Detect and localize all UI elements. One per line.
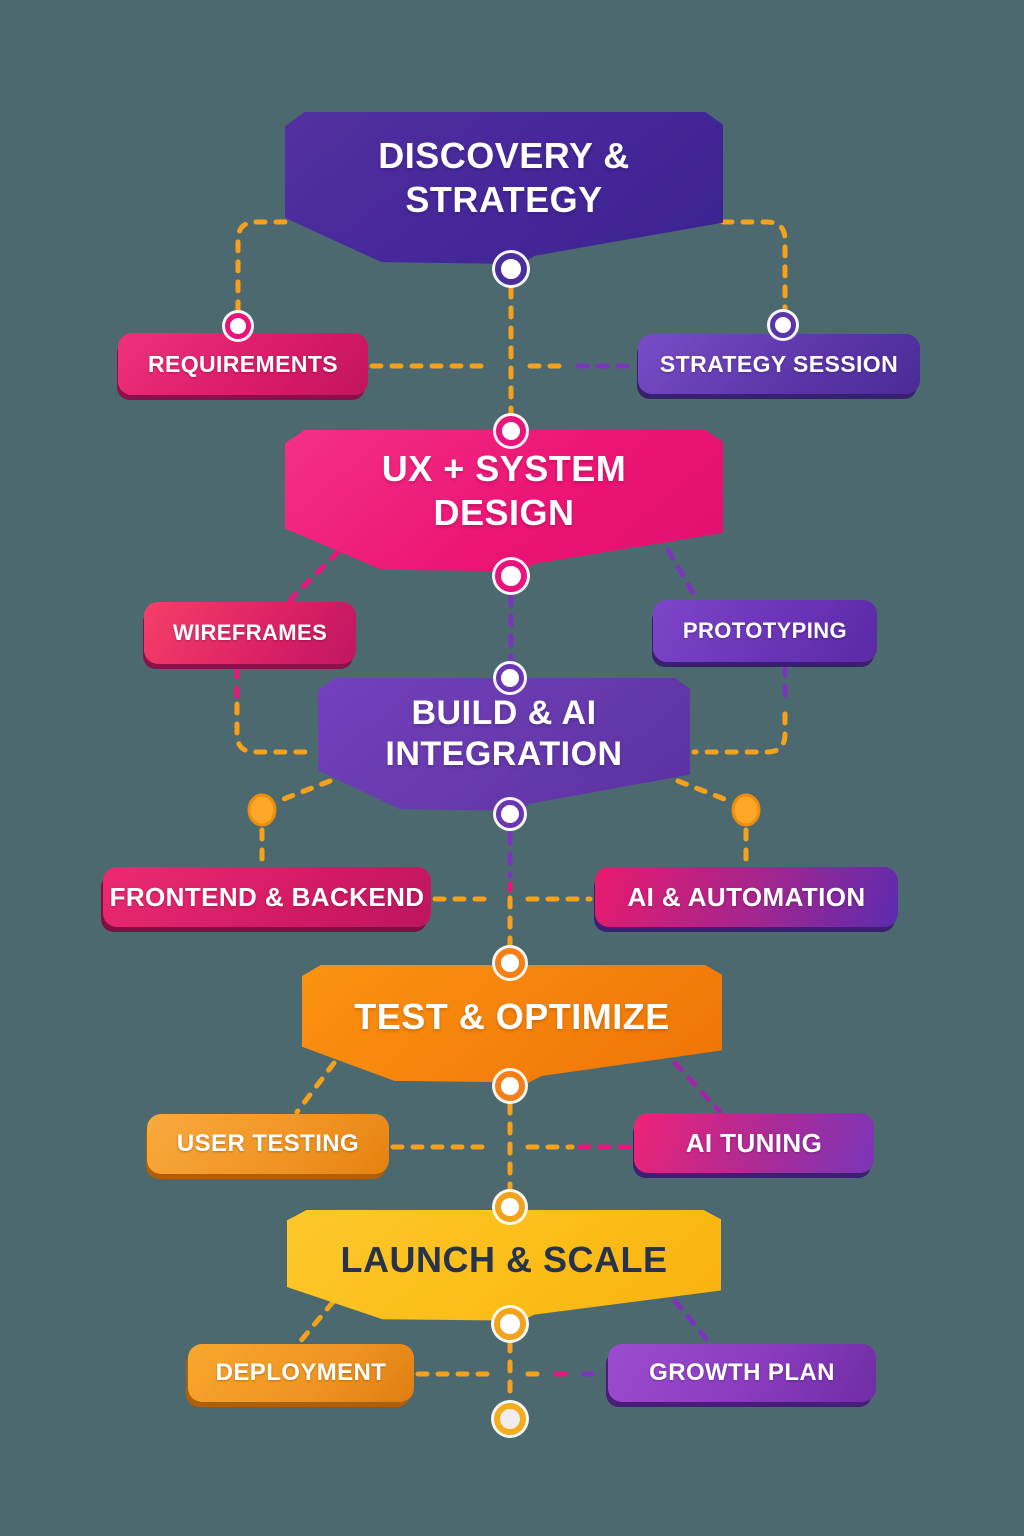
connector-ring-ux-top bbox=[496, 416, 526, 446]
substep-label-requirements: REQUIREMENTS bbox=[147, 350, 339, 377]
connector-test-to-ai-tuning bbox=[672, 1060, 723, 1115]
stage-label-build-ai-integration: BUILD & AI INTEGRATION bbox=[385, 693, 623, 773]
connector-ring-launch-top bbox=[495, 1192, 525, 1222]
stage-label-discovery-strategy: DISCOVERY & STRATEGY bbox=[378, 135, 630, 220]
substep-label-ai-tuning: AI TUNING bbox=[685, 1127, 823, 1158]
stage-label-ux-system-design: UX + SYSTEM DESIGN bbox=[381, 447, 627, 533]
substep-label-ai-automation: AI & AUTOMATION bbox=[627, 881, 866, 912]
connector-ring-build-top bbox=[496, 664, 524, 692]
substep-label-frontend-backend: FRONTEND & BACKEND bbox=[109, 881, 425, 912]
connector-ring-test-bottom bbox=[495, 1071, 525, 1101]
connector-ring-requirements-top bbox=[225, 313, 251, 339]
connector-dot-right bbox=[731, 793, 761, 827]
substep-prototyping: PROTOTYPING bbox=[653, 600, 877, 662]
substep-label-deployment: DEPLOYMENT bbox=[215, 1359, 387, 1386]
connector-prototyping-into-build bbox=[691, 711, 788, 755]
substep-deployment: DEPLOYMENT bbox=[188, 1344, 414, 1402]
substep-ai-tuning: AI TUNING bbox=[634, 1113, 874, 1173]
connector-ring-ux-bottom bbox=[495, 560, 527, 592]
substep-strategy-session: STRATEGY SESSION bbox=[638, 334, 920, 394]
substep-frontend-backend: FRONTEND & BACKEND bbox=[103, 867, 431, 927]
connector-discovery-to-requirements bbox=[235, 219, 288, 312]
connector-ring-discovery-bottom bbox=[495, 253, 527, 285]
substep-label-growth-plan: GROWTH PLAN bbox=[649, 1359, 835, 1386]
flow-end-ring bbox=[494, 1403, 526, 1435]
connector-ux-to-wireframes bbox=[287, 549, 341, 603]
connector-wireframes-into-build bbox=[234, 701, 317, 755]
substep-requirements: REQUIREMENTS bbox=[118, 333, 368, 395]
connector-ring-test-top bbox=[495, 948, 525, 978]
connector-ring-strategy-session-top bbox=[770, 312, 796, 338]
connector-build-to-right-dot bbox=[675, 778, 735, 805]
connector-launch-to-growth-plan bbox=[672, 1298, 711, 1344]
connector-ux-to-prototyping bbox=[665, 547, 699, 601]
connector-launch-to-deployment bbox=[296, 1299, 336, 1346]
connector-build-to-left-dot bbox=[273, 778, 333, 805]
substep-label-user-testing: USER TESTING bbox=[176, 1130, 360, 1157]
connector-dot-left bbox=[247, 793, 277, 827]
connector-test-to-user-testing bbox=[294, 1060, 337, 1115]
connector-ring-build-bottom bbox=[496, 800, 524, 828]
substep-label-strategy-session: STRATEGY SESSION bbox=[659, 350, 899, 377]
stage-label-test-optimize: TEST & OPTIMIZE bbox=[354, 996, 670, 1038]
stage-label-launch-scale: LAUNCH & SCALE bbox=[340, 1238, 668, 1280]
connector-discovery-to-strategy-session bbox=[720, 219, 788, 312]
connector-ring-launch-bottom bbox=[494, 1308, 526, 1340]
substep-ai-automation: AI & AUTOMATION bbox=[595, 867, 898, 927]
substep-user-testing: USER TESTING bbox=[147, 1114, 389, 1174]
substep-label-prototyping: PROTOTYPING bbox=[682, 618, 848, 643]
substep-label-wireframes: WIREFRAMES bbox=[172, 620, 328, 645]
substep-growth-plan: GROWTH PLAN bbox=[608, 1344, 876, 1402]
substep-wireframes: WIREFRAMES bbox=[144, 602, 356, 664]
